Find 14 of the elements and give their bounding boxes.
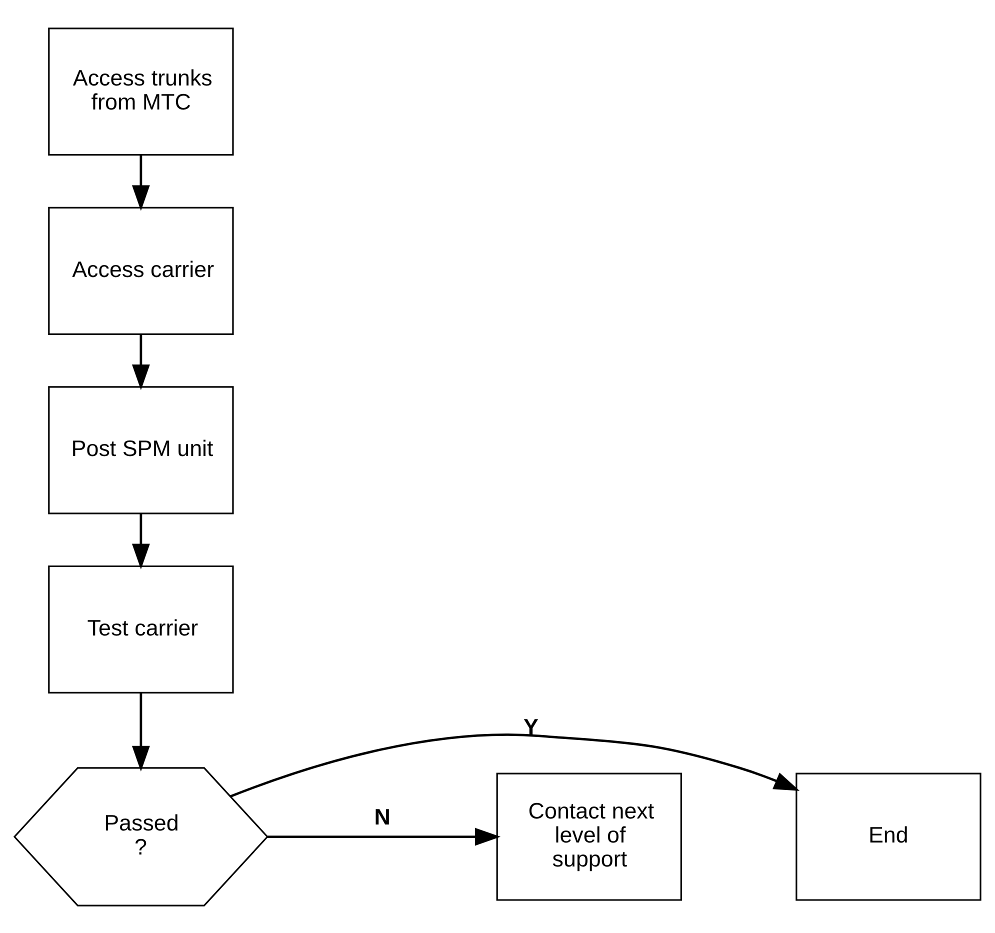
node-box: Post SPM unit — [48, 386, 234, 514]
edge-label: N — [374, 804, 390, 829]
node-box: Test carrier — [48, 564, 234, 693]
arrow — [132, 692, 150, 772]
arrow — [132, 513, 150, 569]
arrow — [268, 827, 501, 846]
node-box: Contact next level of support — [496, 772, 682, 900]
node-box: End — [796, 772, 982, 900]
arrow — [132, 334, 150, 390]
arrow — [132, 154, 150, 210]
node-box: Access carrier — [48, 206, 234, 334]
node-box: Access trunks from MTC — [48, 27, 234, 156]
arrow — [230, 733, 800, 798]
edge-label: Y — [524, 714, 538, 740]
